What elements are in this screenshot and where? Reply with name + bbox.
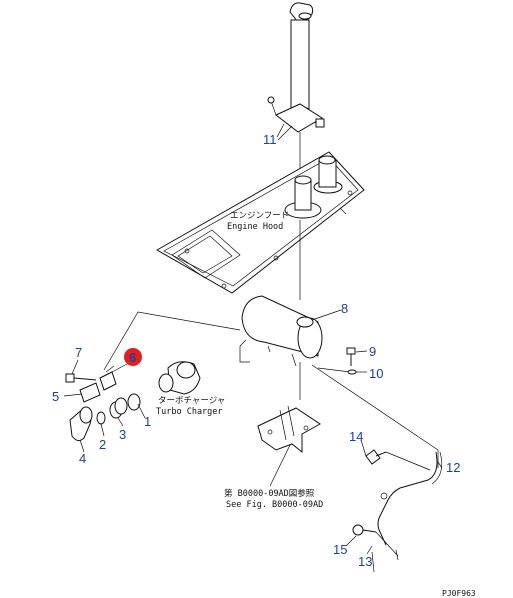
hardware-9-10: [346, 347, 357, 375]
callout-10[interactable]: 10: [369, 366, 383, 381]
pipe-routing-lines: [103, 311, 439, 451]
turbo-charger: [127, 361, 201, 411]
callout-5[interactable]: 5: [52, 389, 59, 404]
callout-6-highlight: [124, 348, 142, 366]
callout-15[interactable]: 15: [333, 542, 347, 557]
engine-hood-label-en: Engine Hood: [227, 222, 283, 232]
turbo-label-en: Turbo Charger: [156, 407, 223, 417]
callout-8[interactable]: 8: [341, 301, 348, 316]
callout-4[interactable]: 4: [79, 451, 86, 466]
leader-lines: [63, 123, 443, 555]
muffler: [239, 295, 351, 400]
exhaust-stack: [267, 2, 325, 205]
cable-harness: [352, 449, 443, 573]
callout-2[interactable]: 2: [99, 437, 106, 452]
callout-11[interactable]: 11: [263, 132, 277, 147]
callout-3[interactable]: 3: [119, 427, 126, 442]
engine-hood: [155, 151, 365, 300]
mount-bracket: [257, 405, 321, 487]
callout-13[interactable]: 13: [358, 554, 372, 569]
callout-9[interactable]: 9: [369, 344, 376, 359]
callout-12[interactable]: 12: [446, 460, 460, 475]
figure-code: PJ0F963: [442, 589, 476, 598]
reference-label-en: See Fig. B0000-09AD: [226, 500, 323, 510]
callout-1[interactable]: 1: [144, 414, 151, 429]
small-parts: [65, 365, 128, 442]
engine-hood-label-jp: エンジンフード: [230, 211, 289, 221]
reference-label-jp: 第 B0000-09AD図参照: [224, 488, 315, 499]
callout-6[interactable]: 6: [129, 350, 136, 365]
callout-7[interactable]: 7: [75, 345, 82, 360]
turbo-label-jp: ターボチャージャ: [158, 396, 225, 406]
callout-14[interactable]: 14: [349, 429, 363, 444]
